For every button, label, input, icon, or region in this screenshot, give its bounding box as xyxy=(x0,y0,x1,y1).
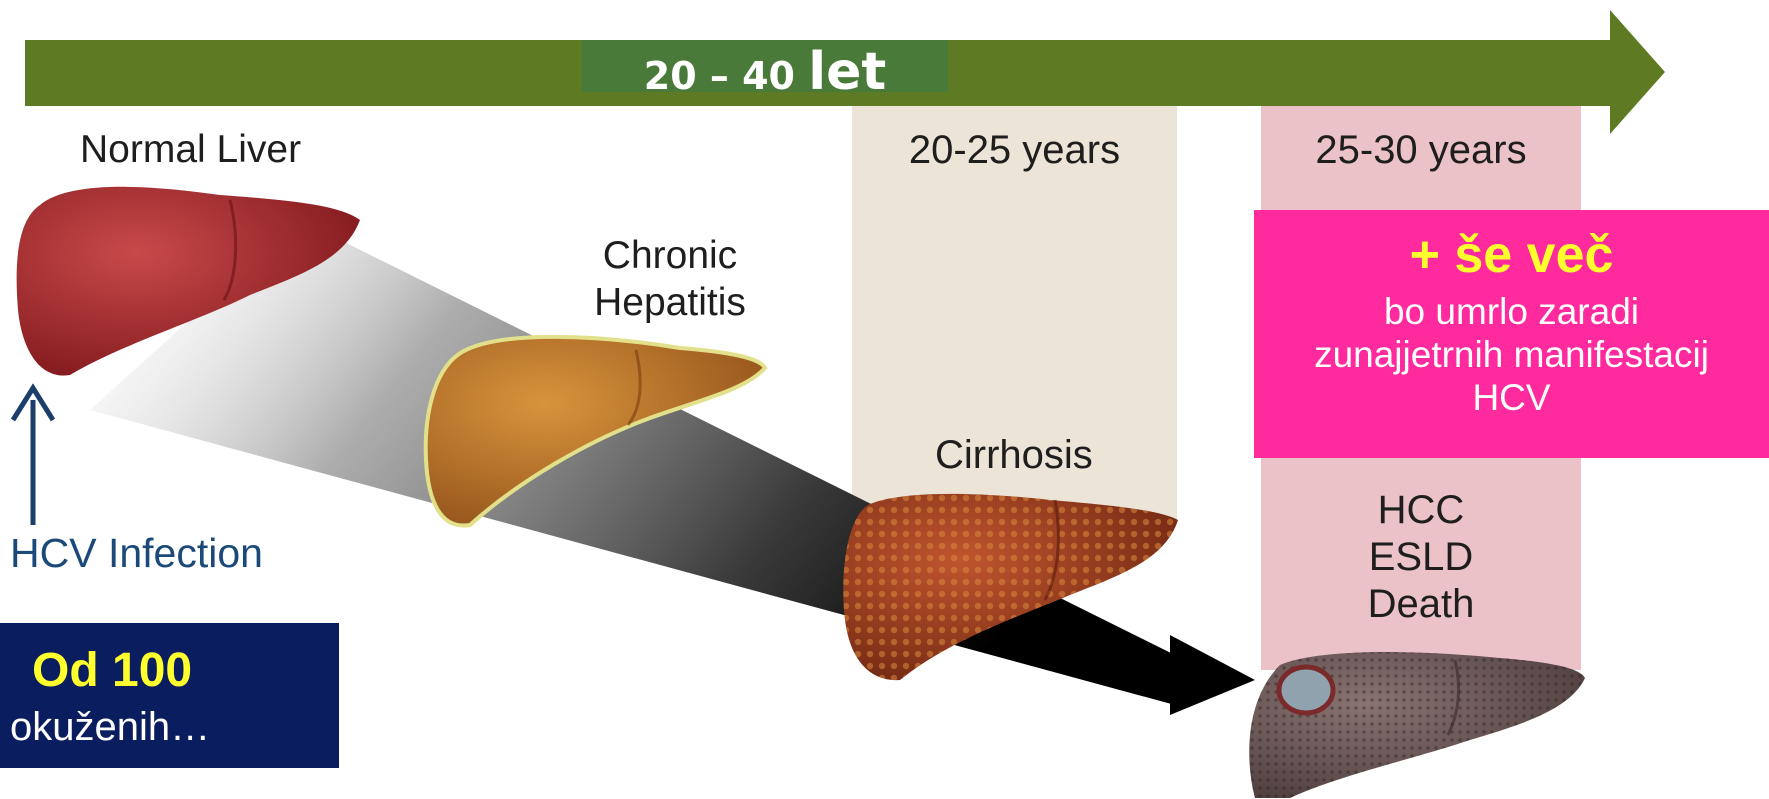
timeline-label: 20 – 40 let xyxy=(582,40,948,92)
timeline-unit: let xyxy=(808,42,886,92)
label-esld: ESLD xyxy=(1261,534,1581,581)
timeline-range: 20 – 40 xyxy=(644,54,795,92)
callout-pink: + še več bo umrlo zaradi zunajjetrnih ma… xyxy=(1254,210,1769,458)
callout-blue: Od 100 okuženih… xyxy=(0,623,339,768)
label-chronic-line-1: Chronic xyxy=(540,232,800,279)
label-chronic-line-2: Hepatitis xyxy=(540,279,800,326)
hcc-liver-icon xyxy=(1249,652,1585,798)
callout-pink-line-1: bo umrlo zaradi xyxy=(1254,290,1769,333)
label-normal-liver: Normal Liver xyxy=(80,128,301,172)
label-hcv-infection: HCV Infection xyxy=(10,530,263,577)
callout-blue-text: okuženih… xyxy=(10,705,210,750)
label-chronic-hepatitis: Chronic Hepatitis xyxy=(540,232,800,326)
callout-pink-title: + še več xyxy=(1254,224,1769,286)
callout-pink-line-3: HCV xyxy=(1254,376,1769,419)
label-hcc: HCC xyxy=(1261,487,1581,534)
label-death: Death xyxy=(1261,581,1581,628)
label-end-stage: HCC ESLD Death xyxy=(1261,487,1581,628)
progression-arrowhead xyxy=(1170,635,1255,715)
callout-blue-title: Od 100 xyxy=(32,643,192,698)
label-period-25-30: 25-30 years xyxy=(1261,128,1581,173)
label-cirrhosis: Cirrhosis xyxy=(935,433,1093,478)
callout-pink-line-2: zunajjetrnih manifestacij xyxy=(1254,333,1769,376)
callout-pink-text: bo umrlo zaradi zunajjetrnih manifestaci… xyxy=(1254,290,1769,419)
label-period-20-25: 20-25 years xyxy=(852,128,1177,173)
